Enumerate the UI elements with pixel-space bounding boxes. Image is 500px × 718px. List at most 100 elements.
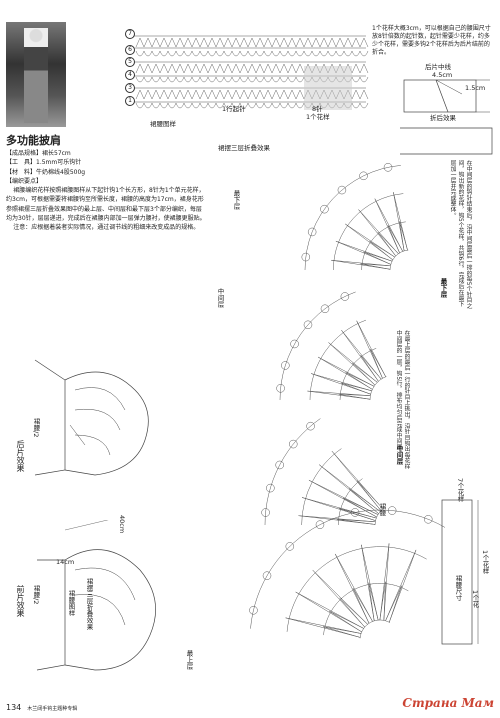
stitch-mark bbox=[191, 37, 201, 48]
stitch-mark bbox=[271, 37, 281, 48]
stitch-mark bbox=[151, 102, 161, 109]
stitch-mark bbox=[319, 50, 329, 57]
stitch-mark bbox=[223, 63, 233, 74]
front-effect-diagram bbox=[36, 520, 156, 671]
row-number: 3 bbox=[125, 83, 135, 93]
spec-section: 【编织要点】 bbox=[6, 177, 43, 185]
stitch-mark bbox=[263, 89, 273, 100]
stitch-mark bbox=[215, 50, 225, 57]
stitch-mark bbox=[343, 37, 353, 48]
stitch-mark bbox=[151, 50, 161, 57]
stitch-mark bbox=[359, 102, 369, 109]
stitch-mark bbox=[215, 76, 225, 83]
stitch-mark bbox=[207, 89, 217, 100]
stitch-mark bbox=[159, 37, 169, 48]
stitch-mark bbox=[159, 50, 169, 57]
three-layer-title: 裙摆三层折叠效果 bbox=[218, 144, 270, 152]
stitch-note: 8针 bbox=[312, 105, 323, 113]
stitch-mark bbox=[279, 89, 289, 100]
stitch-mark bbox=[359, 37, 369, 48]
stitch-mark bbox=[263, 102, 273, 109]
stitch-mark bbox=[207, 63, 217, 74]
back-center-label: 后片中线 bbox=[425, 63, 451, 71]
spec-paragraph-2: 注意：应根据着装者实际情况，通过调节线的粗细来改变成品的规格。 bbox=[13, 224, 200, 232]
stitch-mark bbox=[135, 50, 145, 57]
stitch-mark bbox=[319, 37, 329, 48]
page-number: 134 bbox=[6, 703, 22, 712]
model-photo bbox=[6, 22, 66, 127]
stitch-mark bbox=[215, 102, 225, 109]
stitch-mark bbox=[143, 89, 153, 100]
stitch-mark bbox=[351, 89, 361, 100]
dimension-a: 4.5cm bbox=[432, 71, 453, 79]
stitch-mark bbox=[255, 37, 265, 48]
stitch-mark bbox=[263, 37, 273, 48]
back-effect-diagram bbox=[34, 359, 149, 476]
stitch-mark bbox=[255, 89, 265, 100]
stitch-mark bbox=[231, 63, 241, 74]
stitch-mark bbox=[183, 76, 193, 83]
stitch-mark bbox=[287, 50, 297, 57]
stitch-mark bbox=[223, 50, 233, 57]
stitch-mark bbox=[199, 50, 209, 57]
stitch-mark bbox=[167, 50, 177, 57]
stitch-mark bbox=[223, 37, 233, 48]
stitch-mark bbox=[279, 102, 289, 109]
stitch-mark bbox=[247, 37, 257, 48]
middle-note-title: 中间层 bbox=[395, 445, 403, 465]
stitch-mark bbox=[231, 50, 241, 57]
stitch-mark bbox=[335, 37, 345, 48]
stitch-mark bbox=[295, 76, 305, 83]
stitch-mark bbox=[191, 89, 201, 100]
waist-side-rect bbox=[441, 499, 479, 645]
waist-pattern-label: 裙腰图样 bbox=[150, 120, 176, 128]
stitch-mark bbox=[167, 37, 177, 48]
stitch-mark bbox=[135, 37, 145, 48]
stitch-mark bbox=[335, 50, 345, 57]
stitch-mark bbox=[247, 50, 257, 57]
stitch-mark bbox=[231, 76, 241, 83]
stitch-mark bbox=[351, 76, 361, 83]
bottom-note-title: 最下层 bbox=[439, 278, 447, 298]
front-length: 40cm bbox=[118, 515, 126, 534]
stitch-mark bbox=[159, 89, 169, 100]
bottom-layer-label: 最下层 bbox=[232, 190, 240, 210]
stitch-mark bbox=[351, 50, 361, 57]
spec-paragraph-1: 裙腰编织花样按照裙腰图样从下起针钩1个长方形，8针为1个单元花样，约3cm，可根… bbox=[6, 187, 206, 223]
stitch-mark bbox=[167, 89, 177, 100]
row-number: 4 bbox=[125, 70, 135, 80]
stitch-mark bbox=[175, 37, 185, 48]
stitch-mark bbox=[287, 63, 297, 74]
stitch-mark bbox=[247, 102, 257, 109]
stitch-mark bbox=[327, 37, 337, 48]
fan-layer bbox=[301, 163, 409, 271]
stitch-mark bbox=[143, 50, 153, 57]
flower-count: 7个花样 bbox=[456, 478, 464, 502]
bottom-note: 在中间层的钩针结束后，沿中间层最后一排的每5个针目之间，钩出新的花样，钩5个花样… bbox=[449, 160, 471, 309]
stitch-mark bbox=[175, 102, 185, 109]
spec-size: 【成品规格】裙长57cm bbox=[6, 150, 71, 157]
stitch-mark bbox=[303, 37, 313, 48]
stitch-mark bbox=[279, 76, 289, 83]
stitch-mark bbox=[167, 76, 177, 83]
stitch-mark bbox=[151, 89, 161, 100]
stitch-mark bbox=[271, 50, 281, 57]
stitch-mark bbox=[159, 76, 169, 83]
front-three-layer-label: 裙摆三层折叠效果 bbox=[85, 578, 93, 630]
fan-layer bbox=[261, 418, 384, 526]
back-waist-half: 裙腰/2 bbox=[32, 418, 40, 438]
stitch-mark bbox=[151, 37, 161, 48]
spec-material: 【材 料】牛奶棉线4股500g bbox=[6, 168, 86, 176]
watermark: Страна Мам bbox=[402, 696, 494, 710]
stitch-mark bbox=[287, 89, 297, 100]
stitch-mark bbox=[359, 89, 369, 100]
stitch-mark bbox=[135, 102, 145, 109]
stitch-mark bbox=[279, 63, 289, 74]
stitch-mark bbox=[199, 89, 209, 100]
stitch-mark bbox=[183, 63, 193, 74]
stitch-mark bbox=[191, 50, 201, 57]
stitch-mark bbox=[239, 102, 249, 109]
waist-band-outline bbox=[400, 127, 493, 155]
stitch-mark bbox=[255, 50, 265, 57]
fan-layer bbox=[276, 291, 387, 401]
